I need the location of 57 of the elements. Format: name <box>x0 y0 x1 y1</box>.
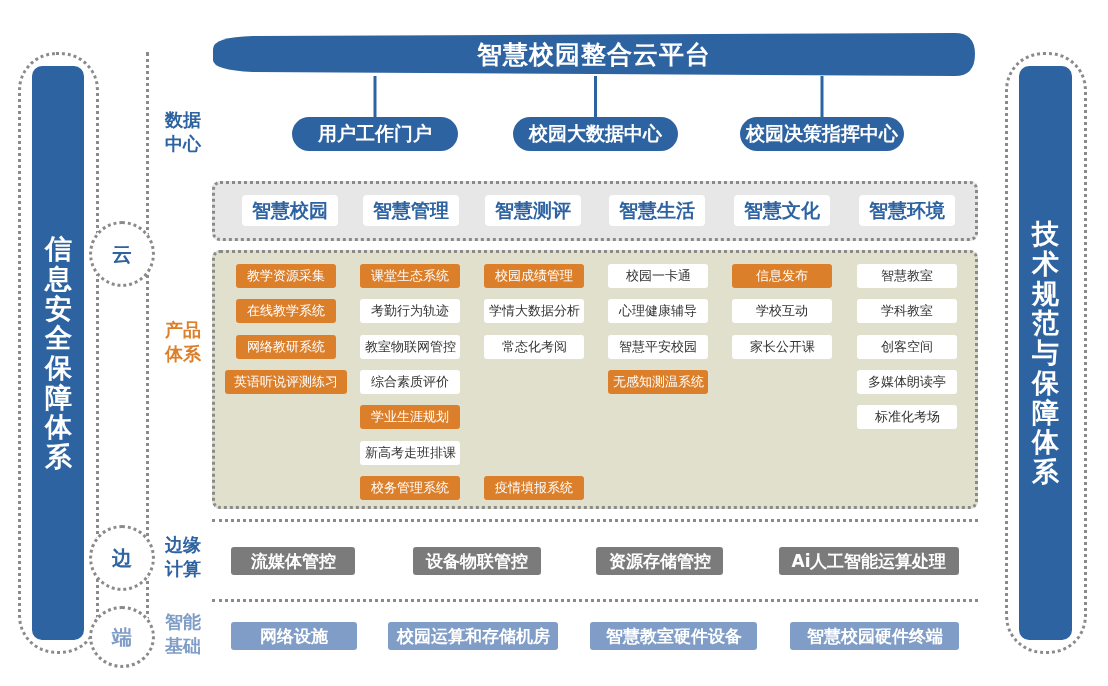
infrastructure-tag: 校园运算和存储机房 <box>388 622 558 650</box>
category-tag: 智慧环境 <box>859 195 955 226</box>
product-tag: 考勤行为轨迹 <box>360 299 460 324</box>
product-tag: 学业生涯规划 <box>360 405 460 430</box>
infrastructure-tag: 网络设施 <box>231 622 357 650</box>
product-tag: 教学资源采集 <box>236 264 336 288</box>
infrastructure-tag: 智慧教室硬件设备 <box>590 622 757 650</box>
category-tag: 智慧文化 <box>734 195 830 226</box>
product-tag: 校园成绩管理 <box>484 264 584 288</box>
product-tag: 疫情填报系统 <box>484 475 584 500</box>
product-tag: 心理健康辅导 <box>608 299 708 324</box>
row-label: 智能基础 <box>165 610 202 659</box>
data-center-pill: 校园大数据中心 <box>513 117 678 151</box>
edge-computing-tag: 流媒体管控 <box>231 547 355 575</box>
product-tag: 在线教学系统 <box>236 299 336 324</box>
product-tag: 智慧平安校园 <box>608 334 708 359</box>
layer-circle: 边 <box>89 525 155 591</box>
edge-computing-tag: 设备物联管控 <box>413 547 541 575</box>
edge-computing-tag: 资源存储管控 <box>596 547 723 575</box>
category-tag: 智慧管理 <box>363 195 459 226</box>
product-tag: 标准化考场 <box>857 405 957 430</box>
product-tag: 创客空间 <box>857 334 957 359</box>
side-column-bar: 信息安全保障体系 <box>32 66 84 640</box>
product-tag: 智慧教室 <box>857 264 957 288</box>
product-tag: 多媒体朗读亭 <box>857 369 957 394</box>
row-label: 边缘计算 <box>165 533 202 582</box>
product-tag: 家长公开课 <box>732 334 832 359</box>
product-tag: 校务管理系统 <box>360 475 460 500</box>
product-tag: 学校互动 <box>732 299 832 324</box>
edge-computing-tag: Ai人工智能运算处理 <box>779 547 959 575</box>
product-tag: 综合素质评价 <box>360 369 460 394</box>
category-tag: 智慧测评 <box>485 195 581 226</box>
product-tag: 学情大数据分析 <box>484 299 584 324</box>
layer-circle: 端 <box>89 606 155 668</box>
product-tag: 新高考走班排课 <box>360 440 460 465</box>
row-label: 产品体系 <box>165 318 202 367</box>
platform-banner: 智慧校园整合云平台 <box>213 33 975 76</box>
layer-circle: 云 <box>89 221 155 287</box>
product-tag: 常态化考阅 <box>484 334 584 359</box>
product-tag: 信息发布 <box>732 264 832 288</box>
product-tag: 课堂生态系统 <box>360 264 460 288</box>
connector-line <box>373 76 377 117</box>
connector-line <box>594 76 597 117</box>
data-center-pill: 校园决策指挥中心 <box>740 117 904 151</box>
infrastructure-tag: 智慧校园硬件终端 <box>790 622 959 650</box>
category-tag: 智慧校园 <box>242 195 338 226</box>
side-column-bar: 技术规范与保障体系 <box>1019 66 1072 640</box>
data-center-pill: 用户工作门户 <box>292 117 458 151</box>
category-tag: 智慧生活 <box>609 195 705 226</box>
product-tag: 学科教室 <box>857 299 957 324</box>
row-label: 数据中心 <box>165 108 202 157</box>
product-tag: 无感知测温系统 <box>608 369 708 394</box>
product-tag: 网络教研系统 <box>236 334 336 359</box>
product-tag: 教室物联网管控 <box>360 334 460 359</box>
product-tag: 校园一卡通 <box>608 264 708 288</box>
connector-line <box>820 76 824 117</box>
product-tag: 英语听说评测练习 <box>225 369 347 394</box>
